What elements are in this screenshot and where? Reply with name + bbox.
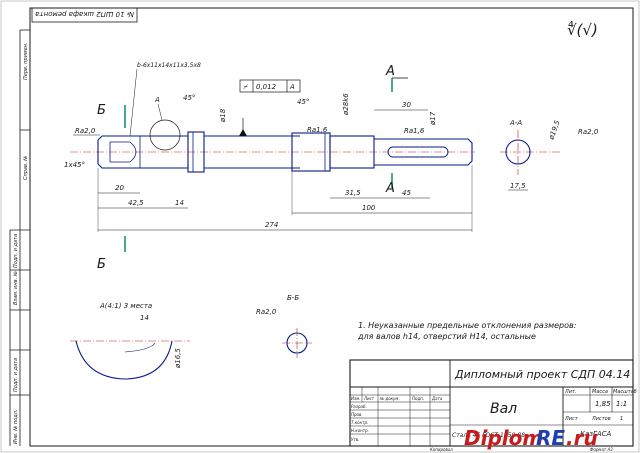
section-bb-label: Б-Б [287, 294, 299, 302]
dim-274: 274 [265, 221, 278, 229]
dim-45: 45 [402, 189, 411, 197]
spline-leader [129, 68, 138, 137]
sheets-label: Листов [591, 416, 611, 422]
tolerance-value: 0,012 [256, 83, 277, 91]
note-line-1: 1. Неуказанные предельные отклонения раз… [358, 321, 577, 330]
tolerance-base: А [289, 83, 295, 91]
section-a-lower-label: А [385, 181, 395, 196]
role-label: Утв. [351, 437, 359, 442]
dim-31-5: 31,5 [345, 189, 361, 197]
chamfer-dim: 1х45° [64, 161, 85, 169]
dim-42-5: 42,5 [128, 199, 144, 207]
sheet-label: Лист [564, 416, 579, 422]
letter-header: Лит. [564, 389, 577, 395]
keyway-slot [387, 146, 449, 158]
roughness-right: Ra1,6 [404, 127, 425, 135]
roughness-left: Ra2,0 [75, 127, 96, 135]
side-stamp-text: Перв. примен. [23, 42, 29, 80]
diameter-mid: ø28k6 [342, 93, 350, 116]
scale-header: Масштаб [613, 389, 637, 395]
section-a-upper-label: А [385, 64, 395, 79]
roughness-mid: Ra1,6 [307, 126, 328, 134]
detail-view: А(4:1) 3 места 14 ø16,5 [70, 302, 190, 380]
detail-view-label: А [154, 96, 160, 104]
row-header: Лист [363, 396, 375, 401]
title-block-frame [349, 359, 634, 447]
section-aa-dim: 17,5 [510, 182, 526, 190]
detail-view-title: А(4:1) 3 места [99, 302, 152, 310]
detail-dim: 14 [140, 314, 149, 322]
role-label: Разраб. [351, 404, 367, 409]
side-stamp-text: Подп. и дата [13, 234, 19, 268]
rotated-title-box [31, 7, 138, 23]
detail-inner [124, 342, 156, 353]
tolerance-symbol: ⌿ [243, 83, 248, 91]
role-label: Т.контр. [351, 420, 368, 425]
drawing-frame [29, 7, 634, 447]
row-header: Подп. [412, 396, 424, 401]
note-line-2: для валов h14, отверстий H14, остальные [357, 332, 536, 341]
diameter-left: ø18 [219, 108, 227, 123]
spline-designation: b-6х11х14х11х3,5х8 [137, 62, 201, 69]
section-aa-label: А-А [509, 119, 522, 127]
row-header: № докум. [379, 396, 400, 401]
organization: КазГАСА [580, 430, 612, 438]
tolerance-frame [239, 79, 301, 93]
dim-30: 30 [402, 101, 411, 109]
part-name: Вал [490, 401, 517, 417]
section-b-lower-label: Б [97, 257, 106, 272]
watermark-part2: RE [536, 426, 565, 450]
site-watermark: Diplom RE .ru [464, 426, 598, 450]
row-header: Дата [431, 396, 443, 401]
title-block: Дипломный проект СДП 04.14 Вал Сталь 45 … [349, 359, 637, 452]
scale-value: 1:1 [616, 400, 627, 408]
section-bb-roughness: Ra2,0 [256, 308, 277, 316]
detail-diameter: ø16,5 [174, 348, 182, 369]
dim-14: 14 [175, 199, 184, 207]
dimensions: Ra2,0 1х45° b-6х11х14х11х3,5х8 45° 45° ⌿… [64, 62, 473, 232]
section-aa-roughness: Ra2,0 [578, 128, 599, 136]
spline-groove [109, 141, 137, 163]
section-aa-circle [505, 139, 531, 165]
role-label: Н.контр. [351, 428, 369, 433]
detail-circle [149, 119, 181, 151]
chamfer-45-left: 45° [183, 94, 195, 102]
detail-leader [157, 103, 163, 121]
side-stamp-text: Справ. № [23, 156, 29, 180]
role-label: Пров. [351, 412, 363, 417]
mass-header: Масса [592, 389, 608, 395]
project-title: Дипломный проект СДП 04.14 [454, 368, 630, 381]
chamfer-45-mid: 45° [297, 98, 309, 106]
shaft-collar [187, 131, 205, 173]
side-stamp-text: Инв. № подл. [13, 410, 19, 445]
diameter-right: ø17 [429, 111, 437, 126]
sheets-total: 1 [620, 416, 623, 422]
shaft-right-end [374, 138, 473, 166]
rotated-title: № 10 ШП2 шкафа ремонта [35, 10, 135, 18]
side-stamp-text: Взам. инв. № [13, 271, 19, 305]
mass-value: 1,85 [595, 400, 611, 408]
shaft-step [329, 135, 375, 169]
material: Сталь 45 ГОСТ 1050-88 [452, 432, 525, 439]
section-markers: Б Б А А [97, 64, 408, 272]
dim-20: 20 [115, 184, 124, 192]
side-stamp-text: Подп. и дата [13, 358, 19, 392]
copied-by: Копировал [430, 447, 453, 452]
general-roughness-mark: ∜(√) [567, 21, 598, 39]
dim-100: 100 [362, 204, 376, 212]
watermark-part1: Diplom [464, 426, 543, 450]
watermark-part3: .ru [566, 426, 598, 450]
row-header: Изм. [351, 396, 360, 401]
detail-profile [75, 340, 173, 380]
datum-triangle [239, 129, 247, 136]
section-b-upper-label: Б [97, 103, 106, 118]
shaft-main-view [70, 118, 475, 173]
format-label: Формат А3 [590, 447, 613, 452]
section-bb: Б-Б Ra2,0 [256, 294, 312, 358]
